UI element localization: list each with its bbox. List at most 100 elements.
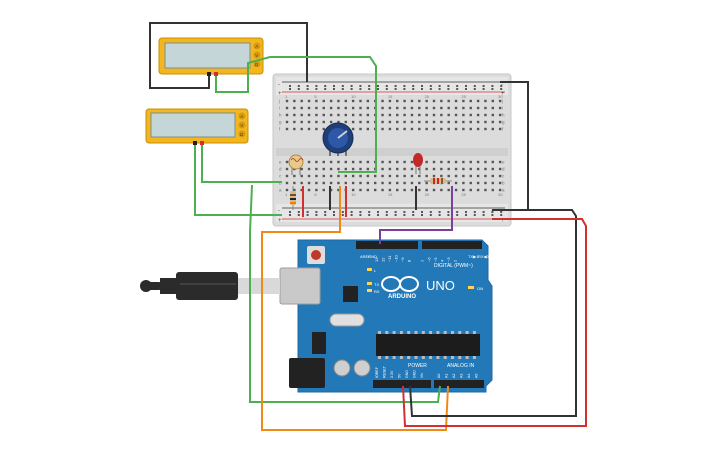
breadboard-hole[interactable] [454,188,458,192]
breadboard-hole[interactable] [285,99,289,103]
rail-hole[interactable] [403,85,406,87]
breadboard-hole[interactable] [315,106,318,110]
breadboard-hole[interactable] [388,127,392,131]
rail-hole[interactable] [377,211,379,213]
breadboard-hole[interactable] [329,181,333,185]
breadboard-hole[interactable] [293,127,296,131]
wire-purple-led-pin[interactable] [379,186,453,244]
rail-hole[interactable] [482,88,485,90]
breadboard-hole[interactable] [359,120,362,124]
breadboard-hole[interactable] [322,160,325,164]
breadboard-hole[interactable] [293,99,296,103]
breadboard-hole[interactable] [396,174,399,178]
rail-hole[interactable] [297,211,300,213]
breadboard-hole[interactable] [322,113,325,117]
breadboard-hole[interactable] [403,174,406,178]
breadboard-hole[interactable] [491,106,494,110]
breadboard-hole[interactable] [307,106,311,110]
breadboard-hole[interactable] [300,167,303,171]
breadboard-hole[interactable] [388,167,392,171]
breadboard-hole[interactable] [300,127,303,131]
rail-hole[interactable] [412,88,415,90]
breadboard-hole[interactable] [329,188,333,192]
rail-hole[interactable] [333,214,335,216]
breadboard-hole[interactable] [351,160,355,164]
breadboard-hole[interactable] [425,99,428,103]
breadboard-hole[interactable] [293,113,296,117]
rail-hole[interactable] [341,88,344,90]
breadboard-hole[interactable] [418,127,421,131]
rail-hole[interactable] [359,214,362,216]
rail-hole[interactable] [377,85,379,87]
breadboard-hole[interactable] [381,167,384,171]
breadboard-hole[interactable] [418,188,421,192]
breadboard-hole[interactable] [491,188,494,192]
breadboard-hole[interactable] [315,120,318,124]
rail-hole[interactable] [491,88,494,90]
breadboard-hole[interactable] [329,113,333,117]
breadboard-hole[interactable] [425,120,428,124]
breadboard-hole[interactable] [388,160,392,164]
wire-red-5v-arduino[interactable] [402,218,587,427]
breadboard-hole[interactable] [285,160,289,164]
breadboard-hole[interactable] [410,99,414,103]
breadboard-hole[interactable] [425,113,428,117]
breadboard-hole[interactable] [498,174,502,178]
breadboard-hole[interactable] [307,167,311,171]
breadboard-hole[interactable] [469,120,472,124]
breadboard-hole[interactable] [410,188,414,192]
breadboard-hole[interactable] [447,127,450,131]
breadboard-hole[interactable] [491,160,494,164]
breadboard-hole[interactable] [469,113,472,117]
digital-header-left[interactable] [356,241,418,249]
breadboard-hole[interactable] [315,188,318,192]
rail-hole[interactable] [465,88,467,90]
breadboard-hole[interactable] [300,174,303,178]
rail-hole[interactable] [429,88,432,90]
breadboard-hole[interactable] [396,106,399,110]
breadboard-hole[interactable] [432,167,436,171]
rail-hole[interactable] [289,85,291,87]
breadboard-hole[interactable] [425,106,428,110]
digital-header-right[interactable] [422,241,482,249]
rail-hole[interactable] [482,214,485,216]
breadboard-hole[interactable] [403,120,406,124]
breadboard-hole[interactable] [293,181,296,185]
breadboard-hole[interactable] [440,167,443,171]
breadboard-hole[interactable] [344,167,347,171]
rail-hole[interactable] [368,88,371,90]
multimeter-bottom-button-ohm[interactable] [238,130,246,138]
rail-hole[interactable] [500,88,503,90]
rail-hole[interactable] [297,88,300,90]
breadboard-hole[interactable] [351,120,355,124]
rail-hole[interactable] [456,88,459,90]
breadboard-hole[interactable] [476,181,480,185]
breadboard-hole[interactable] [359,160,362,164]
multimeter-bottom-button-v[interactable] [238,121,246,129]
breadboard-hole[interactable] [403,181,406,185]
rail-hole[interactable] [438,88,441,90]
breadboard-hole[interactable] [322,188,325,192]
breadboard-hole[interactable] [447,99,450,103]
breadboard-hole[interactable] [498,120,502,124]
breadboard-hole[interactable] [396,167,399,171]
multimeter-top-button-a[interactable] [253,42,261,50]
rail-hole[interactable] [394,214,397,216]
breadboard-hole[interactable] [491,113,494,117]
breadboard-hole[interactable] [307,120,311,124]
breadboard-hole[interactable] [381,188,384,192]
breadboard-hole[interactable] [329,120,333,124]
breadboard-hole[interactable] [366,188,370,192]
breadboard-hole[interactable] [374,181,377,185]
breadboard-hole[interactable] [388,113,392,117]
rail-hole[interactable] [315,214,318,216]
rail-hole[interactable] [447,211,450,213]
breadboard-hole[interactable] [469,99,472,103]
wire-green-bottom-loop[interactable] [249,184,441,403]
breadboard-hole[interactable] [307,99,311,103]
breadboard-hole[interactable] [462,120,465,124]
rail-hole[interactable] [350,88,353,90]
breadboard-hole[interactable] [403,160,406,164]
breadboard-hole[interactable] [366,127,370,131]
breadboard-hole[interactable] [440,127,443,131]
